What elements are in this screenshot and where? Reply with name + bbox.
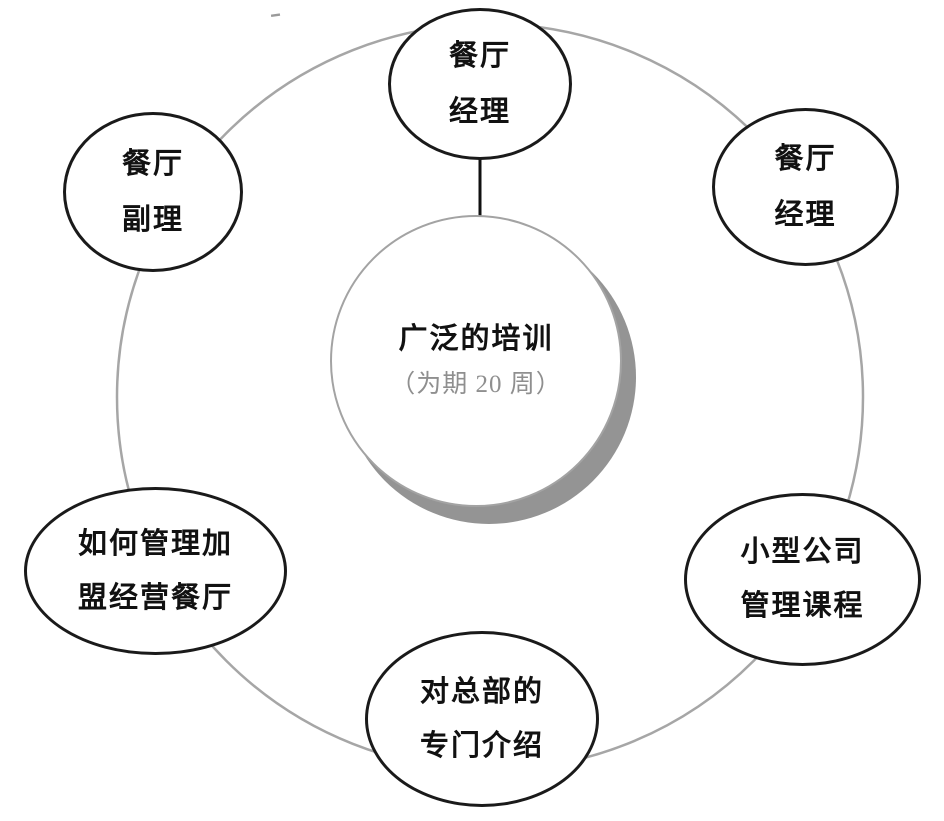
stray-mark <box>270 13 281 18</box>
node-line: 经理 <box>774 198 837 231</box>
center-subtitle: （为期 20 周） <box>390 371 562 398</box>
node-restaurant-manager-right: 餐厅 经理 <box>712 108 899 266</box>
node-restaurant-deputy-manager: 餐厅 副理 <box>63 112 243 272</box>
node-small-company-course: 小型公司 管理课程 <box>684 493 921 666</box>
node-line: 管理课程 <box>740 590 865 622</box>
node-line: 餐厅 <box>121 147 184 180</box>
node-line: 餐厅 <box>774 142 837 175</box>
node-headquarters-introduction: 对总部的 专门介绍 <box>365 631 599 807</box>
node-franchise-management: 如何管理加 盟经营餐厅 <box>24 487 287 655</box>
node-line: 餐厅 <box>448 39 511 72</box>
center-title: 广泛的培训 <box>398 323 554 355</box>
node-line: 专门介绍 <box>419 729 544 762</box>
node-restaurant-manager-top: 餐厅 经理 <box>388 8 572 160</box>
node-line: 经理 <box>448 95 511 128</box>
node-line: 副理 <box>121 203 184 236</box>
node-line: 如何管理加 <box>77 527 233 560</box>
node-line: 对总部的 <box>419 675 544 708</box>
node-line: 小型公司 <box>740 536 865 568</box>
center-node: 广泛的培训 （为期 20 周） <box>330 215 622 507</box>
node-line: 盟经营餐厅 <box>77 581 233 614</box>
